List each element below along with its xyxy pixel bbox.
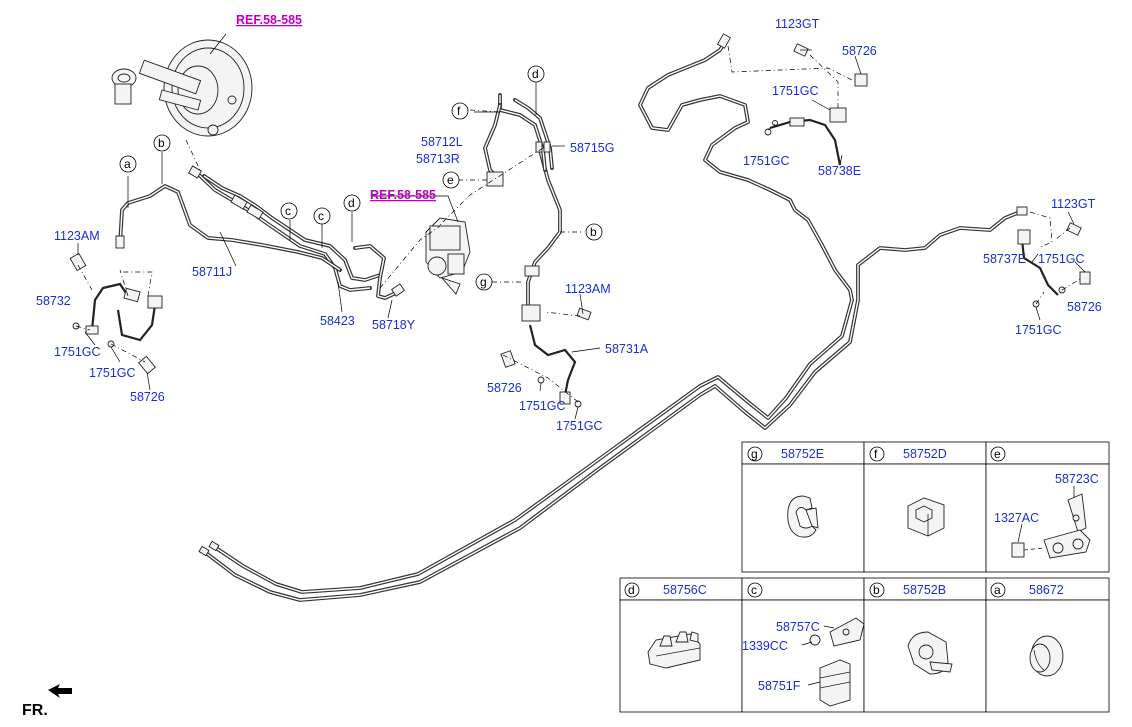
callout-d: d [348,196,355,210]
legend-part-58751F: 58751F [758,679,801,693]
callout-a: a [124,157,131,171]
label-1751GC-right-b: 1751GC [1015,323,1062,337]
label-1123GT-top: 1123GT [775,17,820,31]
legend-letter-d: d [628,583,635,597]
callout-d: d [532,67,539,81]
label-1123AM-left: 1123AM [54,229,100,243]
hose-58738E [764,43,868,166]
legend-letter-a: a [994,583,1001,597]
label-58726-right: 58726 [1067,300,1102,314]
callout-c: c [285,204,291,218]
callout-f: f [457,104,461,118]
label-58711J: 58711J [192,265,232,279]
label-58718Y: 58718Y [372,318,416,332]
label-58737E: 58737E [983,252,1026,266]
label-58726-mid: 58726 [487,381,522,395]
clip-58752D-drawing [907,497,945,537]
label-1751GC-left-a: 1751GC [54,345,101,359]
label-58731A: 58731A [605,342,649,356]
label-1751GC-left-b: 1751GC [89,366,136,380]
label-58738E: 58738E [818,164,861,178]
legend-part-58723C: 58723C [1055,472,1099,486]
leader-lines [77,33,1086,420]
label-58726-left: 58726 [130,390,165,404]
label-1751GC-right-a: 1751GC [1038,252,1085,266]
label-58726-top: 58726 [842,44,877,58]
clip-58757C-drawing [801,617,865,707]
label-1123GT-right: 1123GT [1051,197,1096,211]
legend-part-58752B: 58752B [903,583,946,597]
callout-e: e [447,173,454,187]
callout-g: g [480,275,487,289]
legend-table: g 58752E f 58752D e d 58756C c b 58752B … [619,441,1110,713]
label-1751GC-top-b: 1751GC [743,154,790,168]
legend-letter-g: g [751,447,758,461]
label-58732: 58732 [36,294,71,308]
abs-reference-label[interactable]: REF.58-585 [370,188,436,202]
bracket-58723C-drawing [1011,486,1091,559]
callout-circles: a b c c d d f e b g [119,65,603,291]
legend-part-1327AC: 1327AC [994,511,1039,525]
front-direction-indicator: FR. [22,684,72,719]
label-1123AM-mid: 1123AM [565,282,611,296]
booster-reference-label[interactable]: REF.58-585 [236,13,302,27]
callout-c: c [318,209,324,223]
tubes-58712L-58713R [483,93,554,187]
label-58423: 58423 [320,314,355,328]
legend-letter-f: f [874,447,878,461]
label-58713R: 58713R [416,152,460,166]
label-1751GC-mid-b: 1751GC [556,419,603,433]
abs-module [425,217,471,295]
legend-letter-b: b [873,583,880,597]
assembly-dash-lines [75,45,1083,403]
label-1751GC-mid-a: 1751GC [519,399,566,413]
legend-letter-e: e [994,447,1001,461]
hose-58731A [500,148,592,408]
legend-part-58672: 58672 [1029,583,1064,597]
brake-booster-assembly [111,39,253,137]
front-arrow-icon [48,684,72,698]
callout-b: b [158,136,165,150]
clip-58752E-drawing [787,495,819,538]
hose-58732 [69,252,163,375]
booster-tubes [188,165,406,300]
callout-b: b [590,225,597,239]
label-58712L: 58712L [421,135,463,149]
legend-part-58757C: 58757C [776,620,820,634]
label-1751GC-top-a: 1751GC [772,84,819,98]
label-58715G: 58715G [570,141,614,155]
main-brake-tube [198,33,1028,602]
hose-58737E [1017,222,1091,308]
legend-letter-c: c [751,583,757,597]
grommet-58672-drawing [1029,635,1064,677]
front-direction-label: FR. [22,702,48,719]
part-labels: 1123GT 58726 1751GC 1751GC 58738E 58712L… [36,17,1102,433]
legend-part-58752E: 58752E [781,447,824,461]
grommet-58756C-drawing [647,631,701,669]
legend-part-1339CC: 1339CC [742,639,788,653]
legend-part-58756C: 58756C [663,583,707,597]
legend-part-58752D: 58752D [903,447,947,461]
clip-58752B-drawing [907,631,953,675]
